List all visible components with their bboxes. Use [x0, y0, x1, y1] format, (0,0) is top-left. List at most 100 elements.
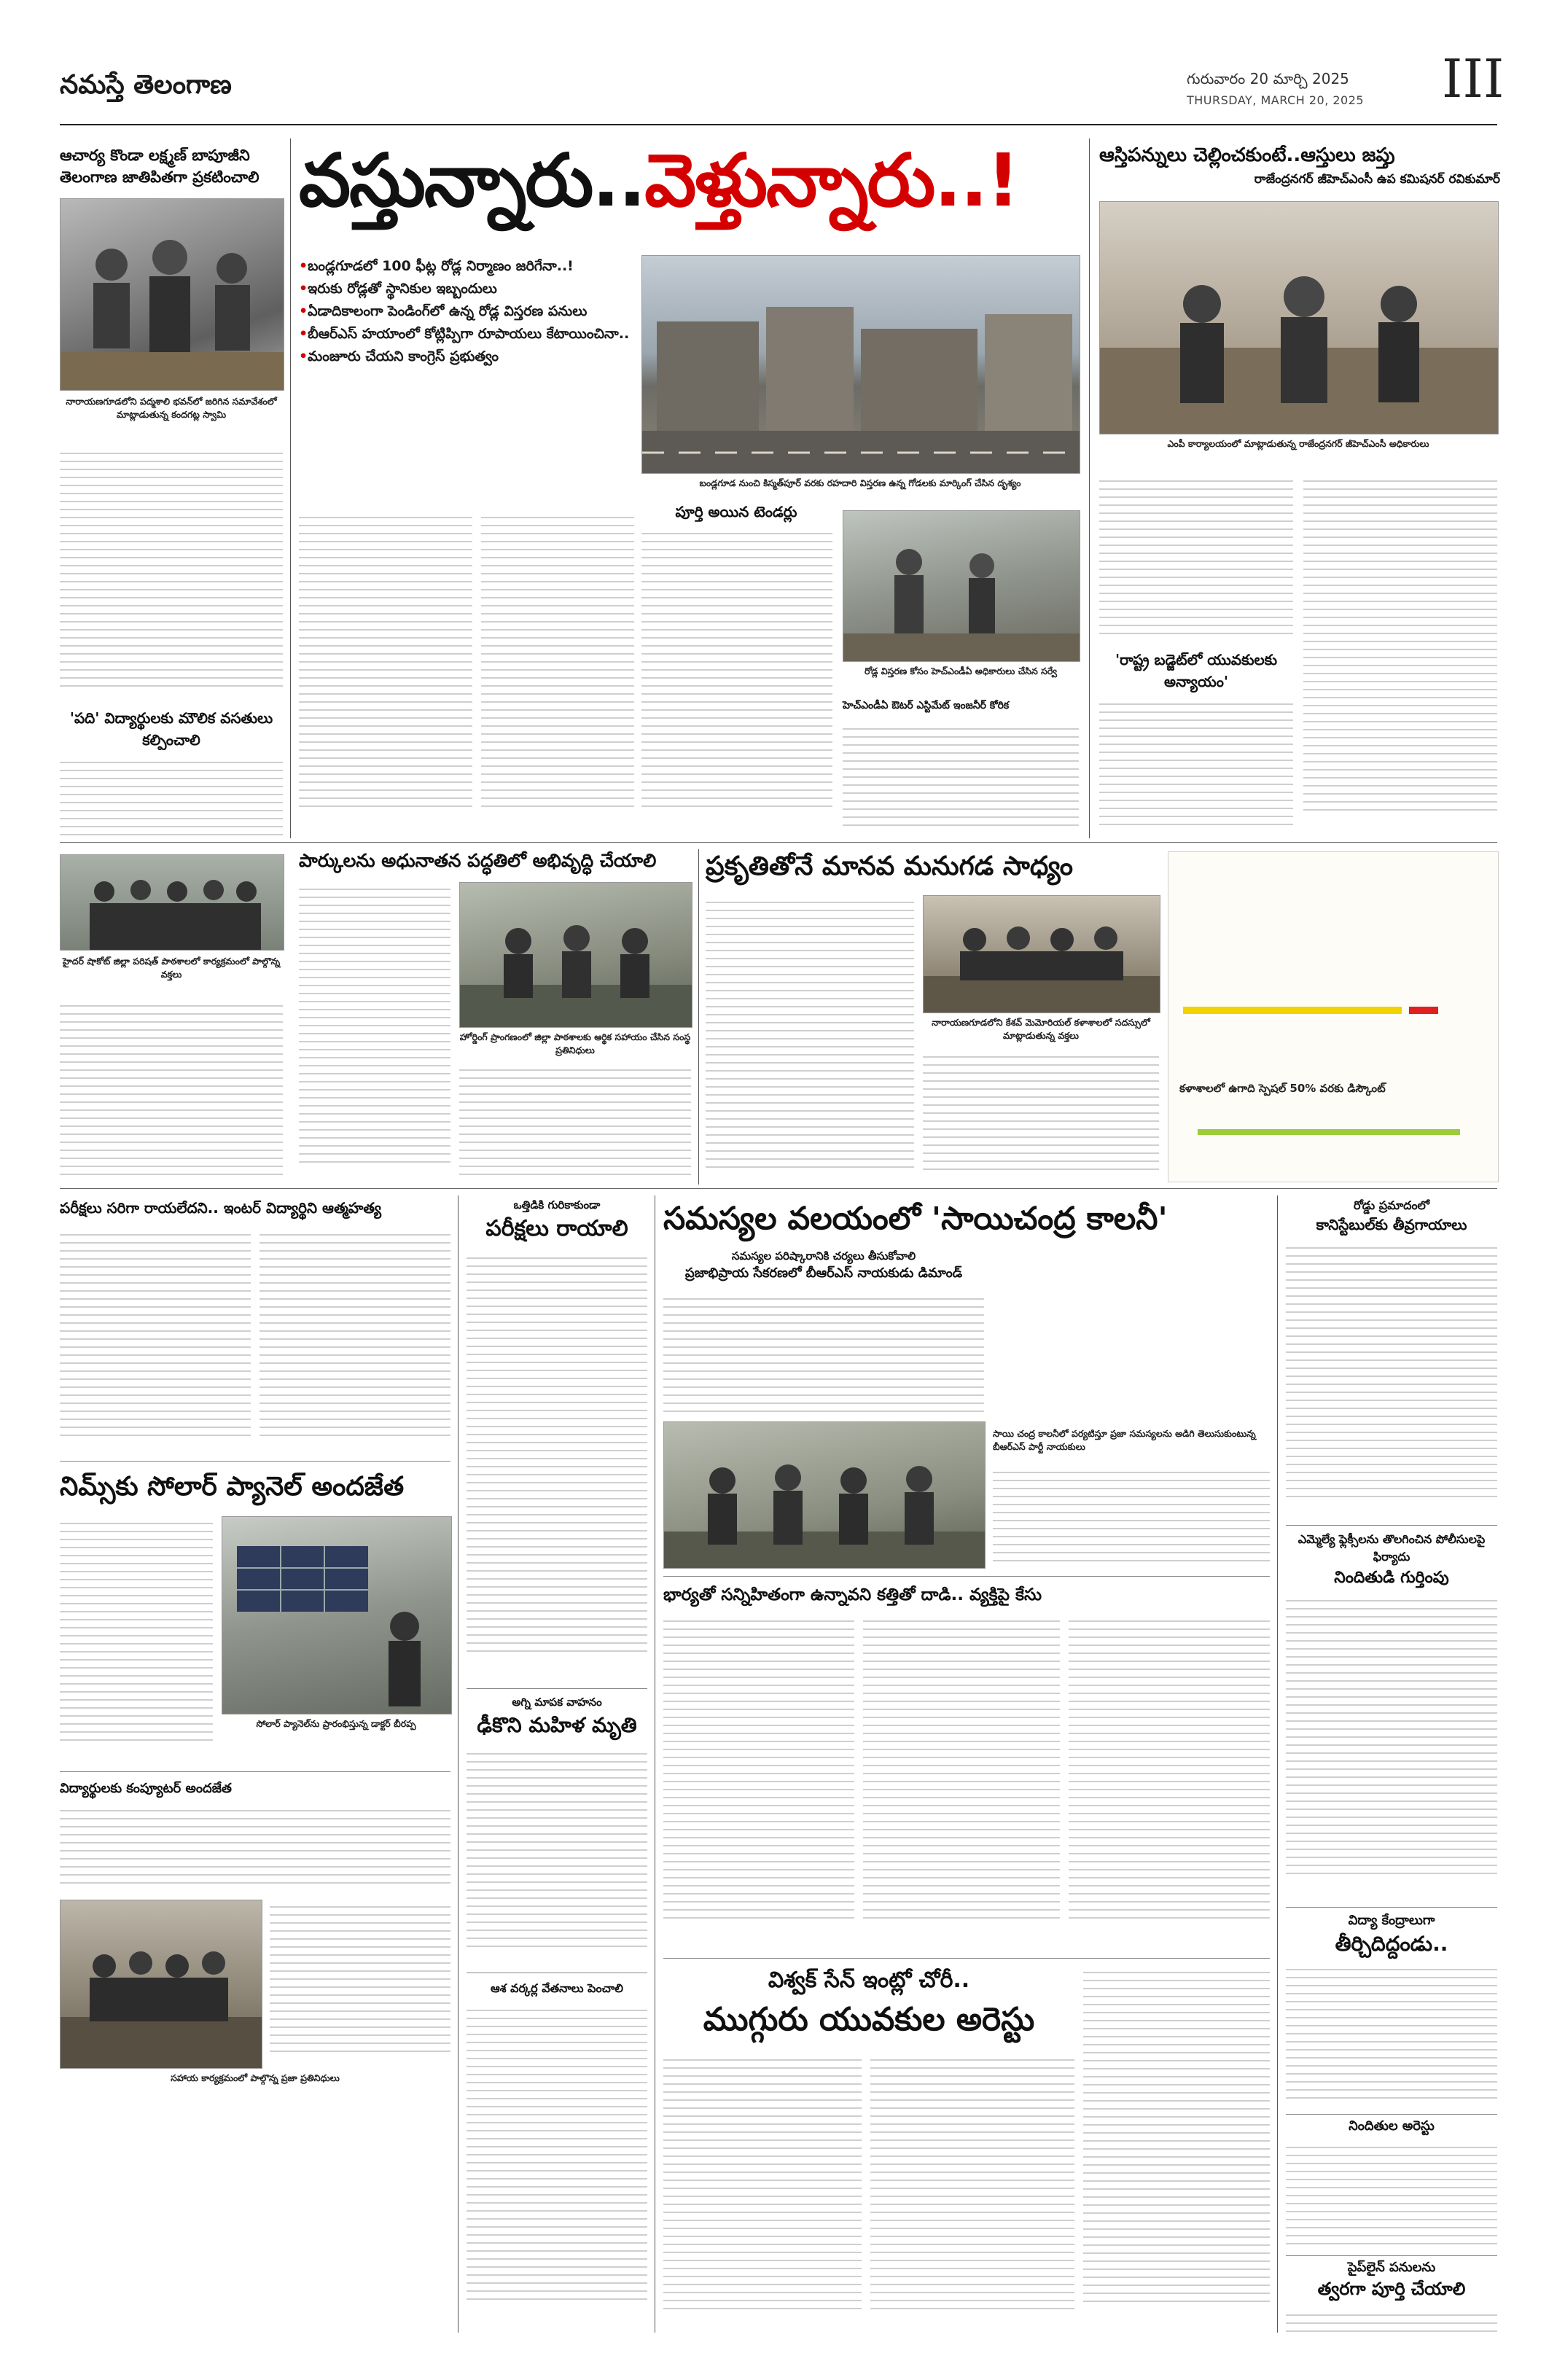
- masthead-rule: [60, 124, 1497, 125]
- ad-caption: కళాశాలలో ఉగాది స్పెషల్ 50% వరకు డిస్కౌంట…: [1179, 1082, 1386, 1095]
- top-right-body-col2: [1303, 474, 1497, 831]
- top-right-headline: ఆస్తిపన్నులు చెల్లించకుంటే..ఆస్తులు జప్త…: [1099, 144, 1395, 166]
- nimms-body: [60, 1516, 213, 1764]
- lead-photo: [641, 255, 1080, 474]
- parks-headline: పార్కులను అధునాతన పద్ధతిలో అభివృద్ధి చేయ…: [299, 850, 657, 871]
- top-right-body-col3: [1099, 697, 1293, 831]
- date-telugu: గురువారం 20 మార్చి 2025: [1187, 70, 1349, 87]
- wife-body-col2: [863, 1614, 1060, 1949]
- people-photo-icon: [61, 240, 284, 390]
- parks-photo: [60, 854, 284, 951]
- top-right-subhead-2: 'రాష్ట్ర బడ్జెట్‌లో యువకులకు అన్యాయం': [1115, 651, 1278, 690]
- lead-photo-caption: బండ్లగూడ నుంచి కిస్మత్‌పూర్ వరకు రహదారి …: [699, 477, 1021, 488]
- theft-body-col2: [870, 2053, 1074, 2333]
- theft-body-col3: [1083, 1965, 1270, 2333]
- nimms-headline: నిమ్స్‌కు సోలార్ ప్యానెల్ అందజేత: [60, 1472, 405, 1502]
- edu-headline: తీర్చిదిద్దండు..: [1335, 1932, 1448, 1956]
- parks-photo-caption: హైదర్ షాకోట్ జిల్లా పరిషత్ పాఠశాలలో కార్…: [62, 956, 281, 980]
- lead-photo-2-caption: రోడ్ల విస్తరణ కోసం హెచ్ఎండీఏ అధికారులు చ…: [864, 666, 1058, 676]
- edu-kicker: విద్యా కేంద్రాలుగా: [1348, 1913, 1435, 1928]
- desk-caption-body: [270, 1900, 450, 2067]
- lead-bullet-2: •ఇరుకు రోడ్లతో స్థానికుల ఇబ్బందులు: [299, 281, 497, 297]
- top-left-subhead: 'పది' విద్యార్థులకు మౌలిక వసతులు కల్పించ…: [69, 709, 273, 749]
- arrest-headline: నిందితుల అరెస్టు: [1349, 2118, 1435, 2134]
- lead-photo-2: [843, 510, 1080, 662]
- lead-body-col2: [481, 510, 634, 831]
- group-photo-icon: [90, 880, 261, 950]
- mla-kicker: నిందితుడి గుర్తింపు: [1334, 1569, 1449, 1587]
- lead-body-col1: [299, 510, 472, 831]
- mla-headline: ఎమ్మెల్యే ఫ్లెక్సీలను తొలగించిన పోలీసులప…: [1298, 1532, 1486, 1564]
- parks-photo-2: [459, 882, 692, 1028]
- lead-body-col3: [641, 526, 832, 832]
- theft-body-col1: [663, 2053, 862, 2333]
- lead-headline-part1: వస్తున్నారు..: [299, 138, 646, 223]
- wife-body-col1: [663, 1614, 854, 1949]
- lead-subhead-1: పూర్తి అయిన టెండర్లు: [675, 503, 797, 520]
- desk-body: [60, 1803, 450, 1891]
- crash-headline: ఢీకొని మహిళ మృతి: [477, 1713, 637, 1737]
- parks-body-col3: [459, 1063, 691, 1181]
- colony-photo: [663, 1421, 986, 1569]
- exam2-body: [467, 1251, 647, 1681]
- lead-headline: వస్తున్నారు..వెళ్తున్నారు..!: [299, 137, 1020, 225]
- nature-body-col2: [923, 1050, 1159, 1181]
- wife-headline: భార్యతో సన్నిహితంగా ఉన్నావని కత్తితో దాడ…: [663, 1585, 1042, 1604]
- parks-photo-2-caption: హోర్డింగ్ ప్రాంగణంలో జిల్లా పాఠశాలకు ఆర్…: [459, 1031, 691, 1056]
- colony-subhead: ప్రజాభిప్రాయ సేకరణలో బీఆర్ఎస్ నాయకుడు డి…: [684, 1265, 963, 1281]
- exam2-headline: పరీక్షలు రాయాలి: [485, 1216, 628, 1241]
- nature-body-col1: [706, 895, 914, 1181]
- lead-bullet-4: •బీఆర్ఎస్ హయాంలో కోట్లిప్పిగా రూపాయలు కే…: [299, 326, 630, 342]
- top-left-body-2: [60, 755, 283, 840]
- colony-kicker: సమస్యల పరిష్కారానికి చర్యలు తీసుకోవాలి: [731, 1249, 916, 1263]
- page-number: III: [1442, 48, 1505, 109]
- road-kicker: రోడ్డు ప్రమాదంలో: [1353, 1198, 1430, 1212]
- exam-headline: పరీక్షలు సరిగా రాయలేదని.. ఇంటర్ విద్యార్…: [60, 1199, 382, 1217]
- street-photo-icon: [642, 307, 1080, 473]
- exam2-kicker: ఒత్తిడికి గురికాకుండా: [513, 1198, 601, 1212]
- lead-bullets: •బండ్లగూడలో 100 ఫీట్ల రోడ్ల నిర్మాణం జరి…: [299, 255, 634, 368]
- mla-body: [1286, 1593, 1497, 1900]
- colony-visit-photo-icon: [664, 1464, 985, 1568]
- top-right-caption: ఎంపీ కార్యాలయంలో మాట్లాడుతున్న రాజేంద్రన…: [1167, 438, 1429, 449]
- top-left-body: [60, 446, 283, 703]
- lead-bullet-3: •ఏడాదికాలంగా పెండింగ్‌లో ఉన్న రోడ్ల విస్…: [299, 303, 588, 319]
- top-right-subhead: రాజేంద్రనగర్ జీహెచ్ఎంసీ ఉప కమిషనర్ రవికు…: [1254, 172, 1500, 187]
- paper-name: నమస్తే తెలంగాణ: [60, 70, 232, 100]
- crash-body: [467, 1747, 647, 1965]
- desk-headline: విద్యార్థులకు కంప్యూటర్ అందజేత: [60, 1781, 232, 1796]
- road-headline: కానిస్టేబుల్‌కు తీవ్రగాయాలు: [1316, 1216, 1467, 1233]
- lead-bullet-5: •మంజూరు చేయని కాంగ్రెస్ ప్రభుత్వం: [299, 348, 499, 364]
- top-left-photo: [60, 198, 284, 391]
- solar-photo-icon: [237, 1546, 421, 1706]
- top-right-photo: [1099, 201, 1499, 434]
- nature-photo: [923, 895, 1160, 1013]
- pipe-kicker: పైప్‌లైన్ పనులను: [1347, 2260, 1436, 2275]
- top-left-caption: నారాయణగూడలోని పద్మశాలి భవన్‌లో జరిగిన సమ…: [66, 396, 277, 420]
- students-photo-icon: [61, 1951, 262, 2068]
- parks-body-col1: [60, 999, 283, 1181]
- advertisement: [1168, 851, 1499, 1182]
- nature-photo-caption: నారాయణగూడలోని కేశవ్ మెమోరియల్ కళాశాలలో స…: [932, 1017, 1150, 1041]
- theft-headline: ముగ్గురు యువకుల అరెస్టు: [703, 2001, 1035, 2038]
- meeting-photo-icon: [460, 925, 692, 1027]
- top-left-headline: ఆచార్య కొండా లక్ష్మణ్ బాపూజీని తెలంగాణ జ…: [60, 147, 260, 186]
- office-photo-icon: [1100, 276, 1498, 434]
- colony-body-col1: [663, 1292, 984, 1416]
- ad-artwork-icon: [1168, 852, 1498, 1182]
- exam-body-col1: [60, 1228, 251, 1454]
- nature-headline: ప్రకృతితోనే మానవ మనుగడ సాధ్యం: [706, 851, 1074, 881]
- crash-kicker: అగ్ని మాపక వాహనం: [512, 1696, 602, 1709]
- date-english: THURSDAY, MARCH 20, 2025: [1187, 93, 1365, 107]
- survey-photo-icon: [843, 549, 1080, 661]
- edu-body: [1286, 1962, 1497, 2108]
- lead-body-col4: [843, 722, 1079, 831]
- colony-photo-caption: సాయి చంద్ర కాలనీలో పర్యటిస్తూ ప్రజా సమస్…: [993, 1428, 1256, 1452]
- pay-headline: ఆశ వర్కర్ల వేతనాలు పెంచాలి: [491, 1981, 623, 1995]
- pipe-body: [1286, 2308, 1497, 2337]
- nimms-photo-caption: సోలార్ ప్యానెల్‌ను ప్రారంభిస్తున్న డాక్ట…: [256, 1718, 416, 1729]
- lead-subhead-2: హెచ్ఎండీఏ ఔటర్ ఎస్టిమేట్ ఇంజనీర్ కోరిక: [843, 700, 1010, 711]
- lead-bullet-1: •బండ్లగూడలో 100 ఫీట్ల రోడ్ల నిర్మాణం జరి…: [299, 258, 574, 274]
- theft-kicker: విశ్వక్ సేన్ ఇంట్లో చోరీ..: [768, 1967, 970, 1993]
- parks-body-col2: [299, 882, 450, 1181]
